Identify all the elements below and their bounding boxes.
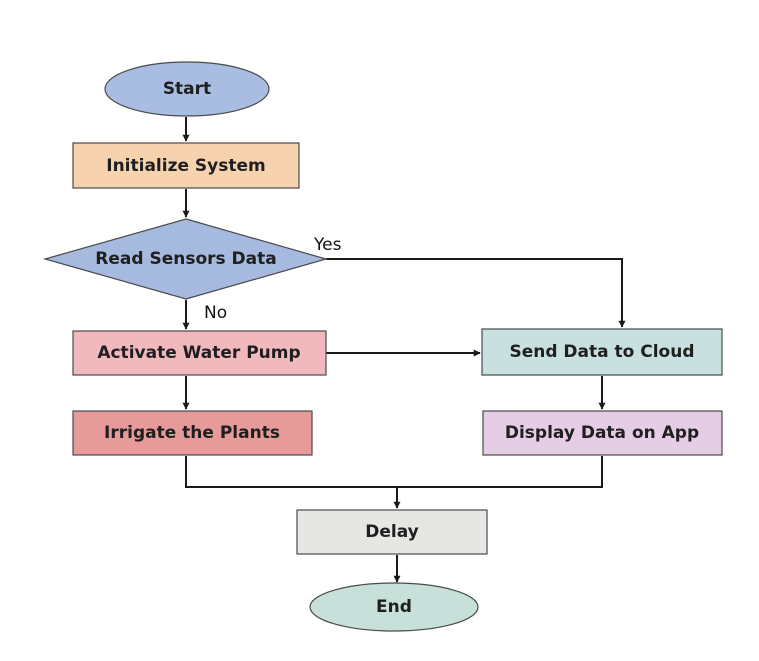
delay-shape (296, 509, 488, 555)
irrigate-the-plants-shape (72, 410, 313, 456)
start-shape (104, 61, 270, 117)
no-label: No (204, 303, 227, 323)
node-start: Start (104, 61, 270, 117)
initialize-system-shape (72, 142, 300, 189)
node-display-data-on-app: Display Data on App (482, 410, 723, 456)
node-delay: Delay (296, 509, 488, 555)
start-label: Start (163, 79, 211, 99)
display-data-on-app-shape (482, 410, 723, 456)
end-label: End (376, 597, 412, 617)
line-irrigate-merge (185, 456, 603, 488)
initialize-system-label: Initialize System (106, 156, 266, 176)
activate-water-pump-label: Activate Water Pump (97, 343, 300, 363)
node-send-data-to-cloud: Send Data to Cloud (481, 328, 723, 376)
irrigate-the-plants-label: Irrigate the Plants (104, 423, 280, 443)
read-sensors-data-label: Read Sensors Data (95, 249, 276, 269)
arrow-read-to-cloud-yes (326, 258, 626, 328)
read-sensors-data-shape (42, 218, 329, 300)
yes-label: Yes (313, 235, 342, 255)
display-data-on-app-label: Display Data on App (505, 423, 699, 443)
send-data-to-cloud-label: Send Data to Cloud (509, 342, 694, 362)
node-end: End (309, 582, 479, 632)
connectors (182, 117, 626, 583)
node-irrigate-the-plants: Irrigate the Plants (72, 410, 313, 456)
activate-water-pump-shape (72, 330, 327, 376)
end-shape (309, 582, 479, 632)
delay-label: Delay (365, 522, 419, 542)
node-read-sensors-data: Read Sensors Data (42, 218, 329, 300)
node-initialize-system: Initialize System (72, 142, 300, 189)
node-activate-water-pump: Activate Water Pump (72, 330, 327, 376)
send-data-to-cloud-shape (481, 328, 723, 376)
